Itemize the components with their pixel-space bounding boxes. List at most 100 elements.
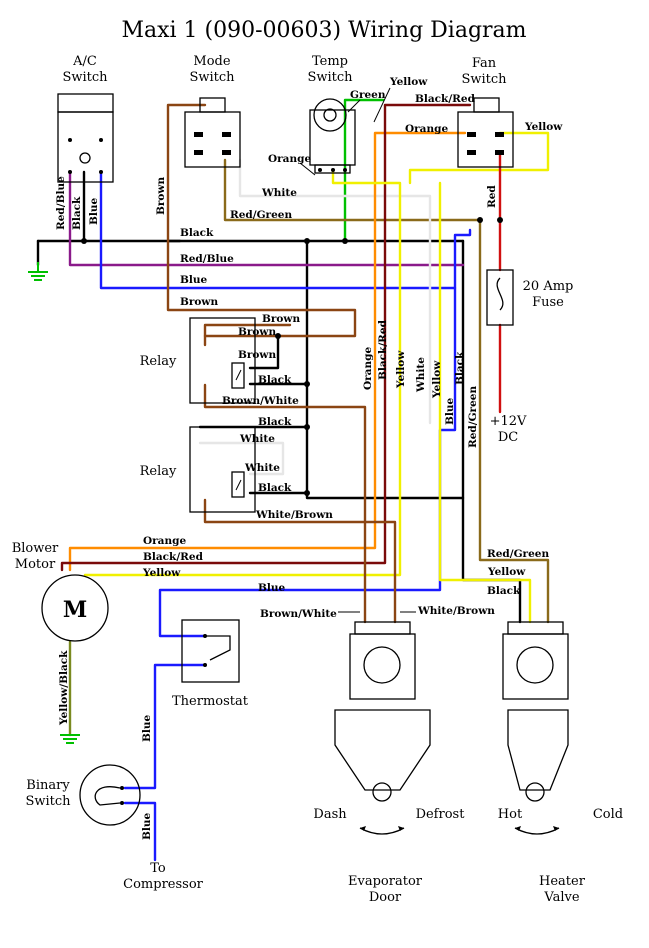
arrow-yellow-temp [373, 87, 391, 123]
wire-label-orange-vertical: Orange [362, 347, 374, 390]
junction-dot [275, 333, 281, 339]
wire-white-relay2 [198, 441, 285, 476]
wire-label-white-brown-relay: White/Brown [255, 509, 333, 521]
junction-dot [304, 381, 310, 387]
wire-blue-down [158, 286, 457, 638]
evaporator-door-actuator [334, 621, 431, 835]
junction-dots [81, 217, 503, 496]
heater-valve-label-1: Heater [539, 874, 586, 889]
defrost-label: Defrost [416, 807, 466, 822]
wire-label-blue-ac: Blue [88, 198, 100, 225]
thermostat [181, 619, 240, 683]
wire-white-brown [203, 498, 397, 624]
wire-blue-compressor [123, 801, 157, 862]
wire-orange [68, 131, 467, 572]
heater-valve-actuator [502, 621, 569, 835]
wire-label-red-green-mode: Red/Green [230, 209, 292, 221]
ac-switch[interactable] [57, 93, 114, 183]
wire-label-white-relay2: White [239, 433, 275, 445]
compressor-label-1: To [150, 861, 166, 876]
wire-label-black-red-fan: Black/Red [415, 93, 476, 105]
power-label-1: +12V [490, 414, 527, 429]
junction-dot [81, 238, 87, 244]
wire-label-orange-temp: Orange [268, 153, 311, 165]
wire-label-yellow-temp: Yellow [389, 76, 428, 88]
wire-label-brown-relay-coil: Brown [238, 349, 276, 361]
binary-switch [79, 764, 141, 826]
wire-label-brown-bus: Brown [180, 296, 218, 308]
wire-label-yellow-heater: Yellow [487, 566, 526, 578]
wire-red-blue [68, 170, 465, 267]
arrow-green-temp [347, 99, 361, 113]
wire-black-relay-top [305, 239, 465, 500]
wire-label-brown-mode: Brown [155, 177, 167, 215]
diagram-title: Maxi 1 (090-00603) Wiring Diagram [121, 18, 526, 43]
wire-label-black-relay2-coil: Black [258, 482, 292, 494]
ac-switch-label-1: A/C [72, 54, 97, 69]
wire-label-blue-thermostat: Blue [258, 582, 285, 594]
wire-label-red-green-heater: Red/Green [487, 548, 549, 560]
wires [36, 98, 550, 862]
wire-label-white-mode: White [261, 187, 297, 199]
wire-label-black-relay2: Black [258, 416, 292, 428]
power-label-2: DC [498, 430, 518, 445]
blower-motor-label-1: Blower [12, 541, 59, 556]
relay-2-label: Relay [140, 464, 177, 479]
relay-1 [189, 317, 256, 404]
wire-label-yellow-black: Yellow/Black [58, 650, 70, 726]
relay-1-label: Relay [140, 354, 177, 369]
ground-symbol-top [28, 262, 48, 281]
junction-dot [342, 238, 348, 244]
wire-labels: Red/Blue Black Blue Brown Black Red/Blue… [55, 76, 563, 840]
ac-switch-label-2: Switch [62, 70, 108, 85]
wire-label-black-red-motor: Black/Red [143, 551, 204, 563]
wire-label-red-blue-bus: Red/Blue [180, 253, 234, 265]
wire-label-brown-relay-mid: Brown [238, 326, 276, 338]
wire-brown-white [203, 383, 367, 624]
compressor-label-2: Compressor [123, 877, 203, 892]
wire-label-brown-white-relay: Brown/White [222, 395, 299, 407]
wire-label-blue-compressor: Blue [141, 813, 153, 840]
wire-label-blue-bus: Blue [180, 274, 207, 286]
wire-label-red-blue: Red/Blue [55, 176, 67, 230]
cold-label: Cold [593, 807, 623, 822]
label-arrows [299, 87, 416, 613]
fan-switch-label-1: Fan [472, 56, 497, 71]
wire-label-white-brown-evap: White/Brown [417, 605, 495, 617]
temp-switch-label-2: Switch [307, 70, 353, 85]
junction-dot [304, 490, 310, 496]
wire-label-yellow-vertical-2: Yellow [431, 360, 443, 399]
mode-switch-label-1: Mode [193, 54, 230, 69]
wire-label-blue-binary: Blue [141, 715, 153, 742]
junction-dot [497, 217, 503, 223]
wire-white [238, 158, 432, 425]
temp-switch[interactable] [309, 98, 356, 174]
arrow-orange-temp [299, 162, 316, 176]
wire-label-blue-vertical: Blue [444, 398, 456, 425]
wire-yellow-fan [408, 131, 550, 185]
binary-switch-label-2: Switch [25, 794, 71, 809]
wire-label-black-ac: Black [71, 196, 83, 230]
wire-blue-thermostat [123, 663, 207, 790]
wire-label-white-vertical: White [415, 357, 427, 393]
wire-black-relay1-coil [248, 334, 280, 370]
evaporator-door-label-1: Evaporator [348, 874, 423, 889]
wire-label-yellow-vertical: Yellow [395, 350, 407, 389]
wire-brown-relay1 [203, 323, 292, 338]
blower-motor-label-2: Motor [15, 557, 56, 572]
wire-blue [99, 170, 472, 290]
junction-dot [304, 238, 310, 244]
fan-switch[interactable] [457, 97, 514, 168]
wire-yellow-heater [438, 181, 532, 624]
wire-label-brown-white-evap: Brown/White [260, 608, 337, 620]
temp-switch-label-1: Temp [312, 54, 348, 69]
wire-label-black-relay1: Black [258, 374, 292, 386]
fan-switch-label-2: Switch [461, 72, 507, 87]
heater-valve-label-2: Valve [543, 890, 579, 905]
ground-symbol-motor [60, 734, 80, 744]
mode-switch[interactable] [184, 97, 241, 168]
wire-label-black-bus: Black [180, 227, 214, 239]
relay-2 [189, 426, 256, 513]
